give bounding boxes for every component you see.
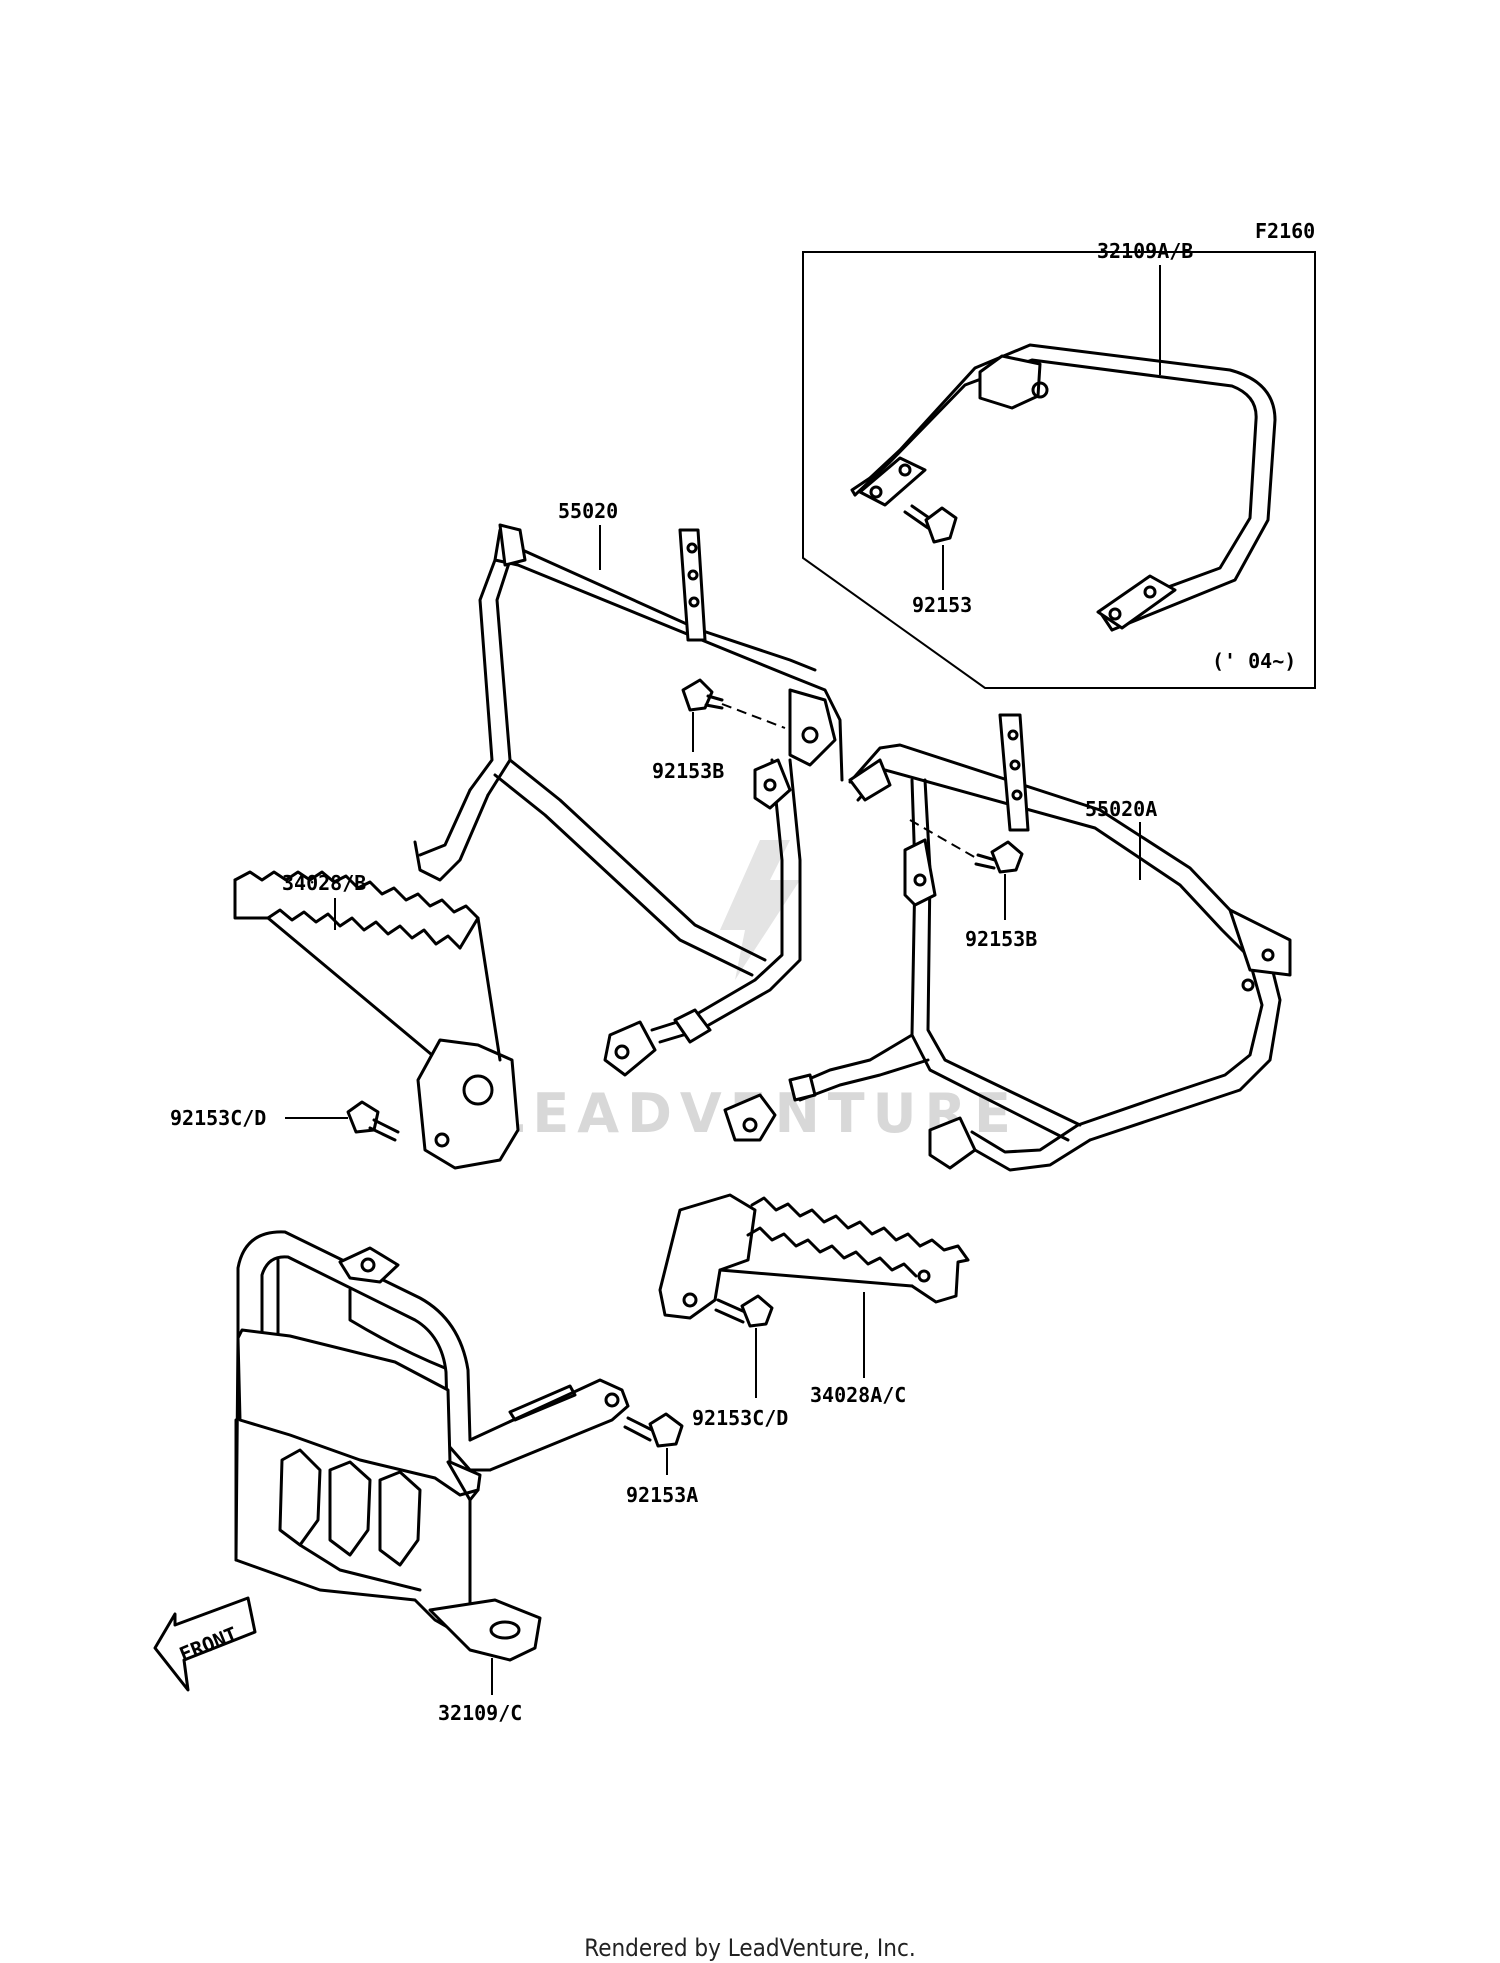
label-92153A: 92153A bbox=[626, 1483, 698, 1507]
label-34028B: 34028/B bbox=[282, 871, 366, 895]
bolt-92153-inset bbox=[903, 504, 958, 544]
label-32109C: 32109/C bbox=[438, 1701, 522, 1725]
bolt-92153CD-left bbox=[346, 1100, 400, 1142]
label-55020A: 55020A bbox=[1085, 797, 1157, 821]
label-92153B-left: 92153B bbox=[652, 759, 724, 783]
footer-credit: Rendered by LeadVenture, Inc. bbox=[584, 1934, 916, 1962]
inset-frame bbox=[802, 251, 1316, 689]
label-32109AB: 32109A/B bbox=[1097, 239, 1193, 263]
part-32109AB-drawing bbox=[850, 343, 1277, 632]
label-92153-inset: 92153 bbox=[912, 593, 972, 617]
part-32109C-drawing bbox=[234, 1230, 630, 1662]
dash-92153B-right bbox=[909, 819, 977, 859]
part-34028AC-drawing bbox=[658, 1193, 970, 1320]
bolt-92153B-left bbox=[681, 678, 724, 712]
bolt-92153CD-right bbox=[714, 1294, 774, 1328]
bolt-92153B-right bbox=[974, 840, 1024, 874]
part-55020A-drawing bbox=[723, 713, 1292, 1172]
inset-year-note: (' 04~) bbox=[1212, 649, 1296, 673]
label-55020: 55020 bbox=[558, 499, 618, 523]
bolt-92153A bbox=[623, 1412, 684, 1448]
part-55020-drawing bbox=[413, 523, 844, 1077]
label-34028AC: 34028A/C bbox=[810, 1383, 906, 1407]
part-34028B-drawing bbox=[233, 870, 520, 1170]
label-92153CD-right: 92153C/D bbox=[692, 1406, 788, 1430]
dash-92153B-left bbox=[721, 703, 786, 729]
figure-code: F2160 bbox=[1255, 219, 1315, 243]
label-92153B-right: 92153B bbox=[965, 927, 1037, 951]
front-direction-arrow: FRONT bbox=[153, 1596, 257, 1692]
label-92153CD-left: 92153C/D bbox=[170, 1106, 266, 1130]
